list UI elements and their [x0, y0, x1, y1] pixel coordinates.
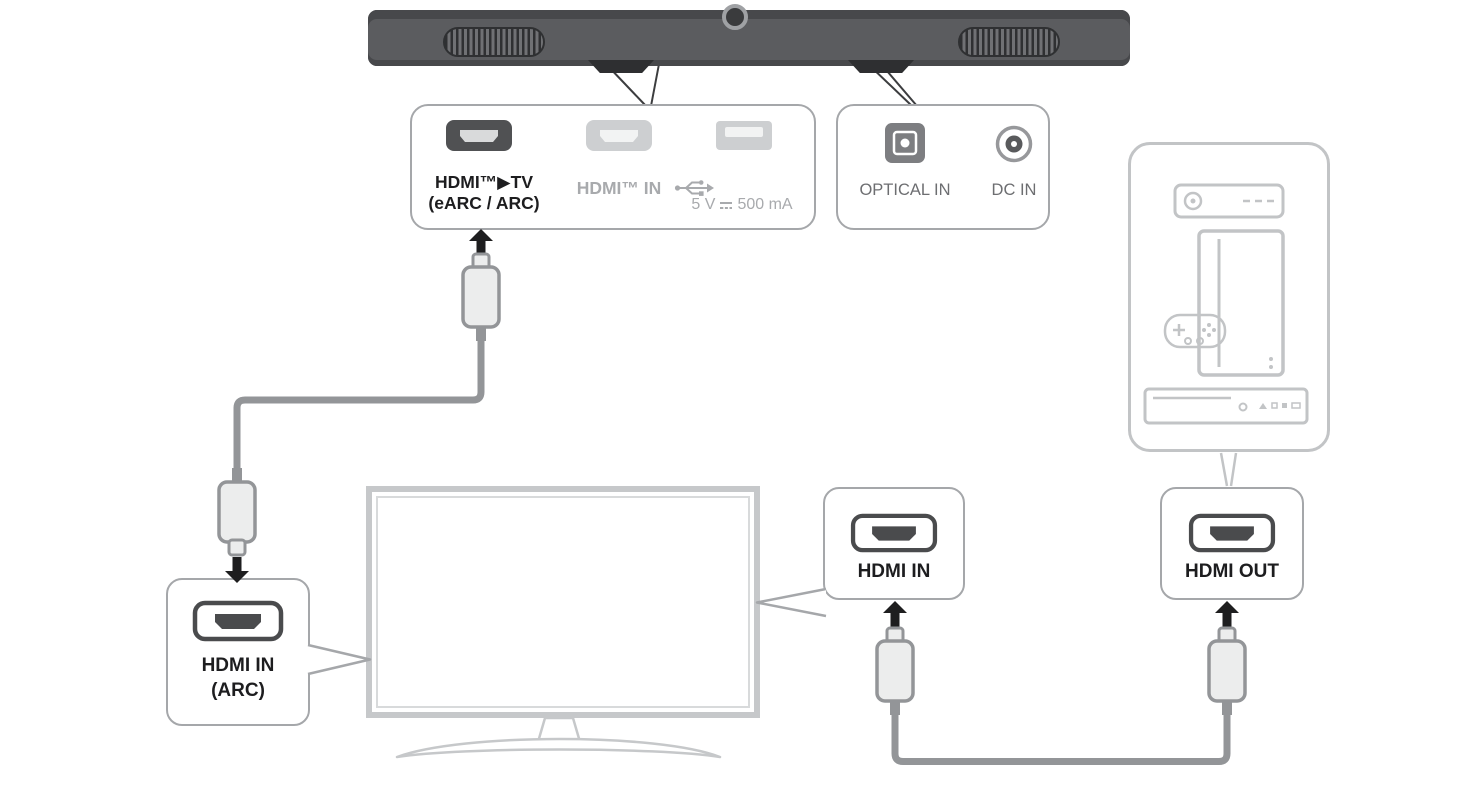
- hdmi-plug-up-icon: [875, 626, 915, 715]
- soundbar-foot-left: [588, 60, 654, 73]
- arrow-up-icon: [469, 229, 493, 255]
- hdmi-port-icon: [192, 600, 284, 642]
- soundbar: [368, 4, 1130, 73]
- disc-player-icon: [1143, 387, 1309, 425]
- power-ports-panel: OPTICAL IN DC IN: [836, 104, 1050, 230]
- source-devices-box: [1128, 142, 1330, 452]
- usb-rating-label: 5 V 500 mA: [664, 196, 820, 214]
- arc-label-line2: (ARC): [211, 680, 265, 701]
- usb-port-icon: [716, 121, 772, 150]
- dc-in-label: DC IN: [991, 181, 1037, 199]
- hdmi-in-port-icon: [586, 120, 652, 151]
- tv-hdmi-in-panel: HDMI IN: [823, 487, 965, 600]
- soundbar-grille-left: [443, 27, 545, 57]
- callout-line-devices: [1219, 452, 1238, 487]
- soundbar-ports-panel: HDMI™▶TV (eARC / ARC) HDMI™ IN 5 V: [410, 104, 816, 230]
- usb-rating-prefix: 5 V: [691, 196, 716, 213]
- hdmi-in-port-label: HDMI™ IN: [576, 178, 662, 198]
- hdmi-tv-port-icon: [446, 120, 512, 151]
- dc-symbol-icon: [720, 201, 733, 209]
- arrow-down-icon: [225, 557, 249, 583]
- hdmi-plug-up-icon: [1207, 626, 1247, 715]
- hdmi-tv-port-label-line1: HDMI™▶TV: [434, 172, 534, 192]
- usb-trident-icon: [674, 180, 714, 196]
- optical-in-label: OPTICAL IN: [859, 181, 951, 199]
- tv-stand-base: [395, 737, 722, 759]
- soundbar-foot-right: [848, 60, 914, 73]
- set-top-box-icon: [1173, 183, 1285, 219]
- hdmi-port-icon: [1188, 513, 1276, 553]
- hdmi-tv-port-label: HDMI™▶TV (eARC / ARC): [412, 172, 556, 214]
- hdmi-plug-up-icon: [461, 252, 501, 341]
- arrow-up-icon: [883, 601, 907, 627]
- hdmi-cable-soundbar-tv: [233, 331, 485, 479]
- hdmi-tv-port-label-line2: (eARC / ARC): [428, 193, 540, 213]
- usb-rating-suffix: 500 mA: [737, 196, 793, 213]
- tv-arc-panel: HDMI IN (ARC): [166, 578, 310, 726]
- soundbar-grille-right: [958, 27, 1060, 57]
- optical-port-icon: [885, 123, 925, 163]
- hdmi-plug-down-icon: [217, 468, 257, 557]
- hdmi-out-label: HDMI OUT: [1185, 561, 1279, 582]
- arrow-up-icon: [1215, 601, 1239, 627]
- tv: [366, 486, 760, 718]
- arc-label-line1: HDMI IN: [201, 655, 275, 676]
- hdmi-port-icon: [850, 513, 938, 553]
- soundbar-top-knob: [722, 4, 748, 30]
- game-console-icon: [1163, 229, 1285, 377]
- source-devices-icons: [1143, 183, 1309, 425]
- device-hdmi-out-panel: HDMI OUT: [1160, 487, 1304, 600]
- tv-screen: [376, 496, 750, 708]
- dc-port-icon: [995, 125, 1033, 163]
- hdmi-in-label: HDMI IN: [857, 561, 931, 582]
- hdmi-cable-device: [891, 701, 1231, 765]
